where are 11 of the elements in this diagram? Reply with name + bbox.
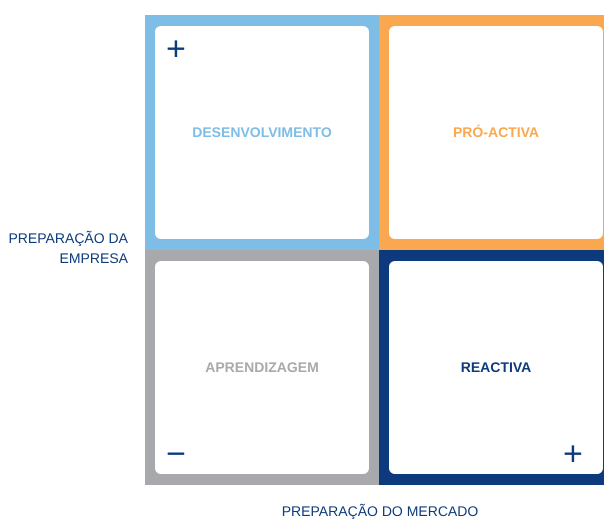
plus-sign: + <box>563 437 583 471</box>
minus-sign: − <box>166 437 186 471</box>
quadrant-label: APRENDIZAGEM <box>205 358 319 377</box>
quadrant-label: REACTIVA <box>460 358 532 377</box>
quadrant-card <box>155 261 369 474</box>
quadrant-label: PRÓ-ACTIVA <box>452 123 540 142</box>
axis-label: PREPARAÇÃO DO MERCADO <box>280 504 480 518</box>
quadrant-card <box>155 26 369 239</box>
axis-label: PREPARAÇÃO DA EMPRESA <box>7 229 128 268</box>
quadrant-label: DESENVOLVIMENTO <box>192 123 332 142</box>
plus-sign: + <box>166 32 186 66</box>
